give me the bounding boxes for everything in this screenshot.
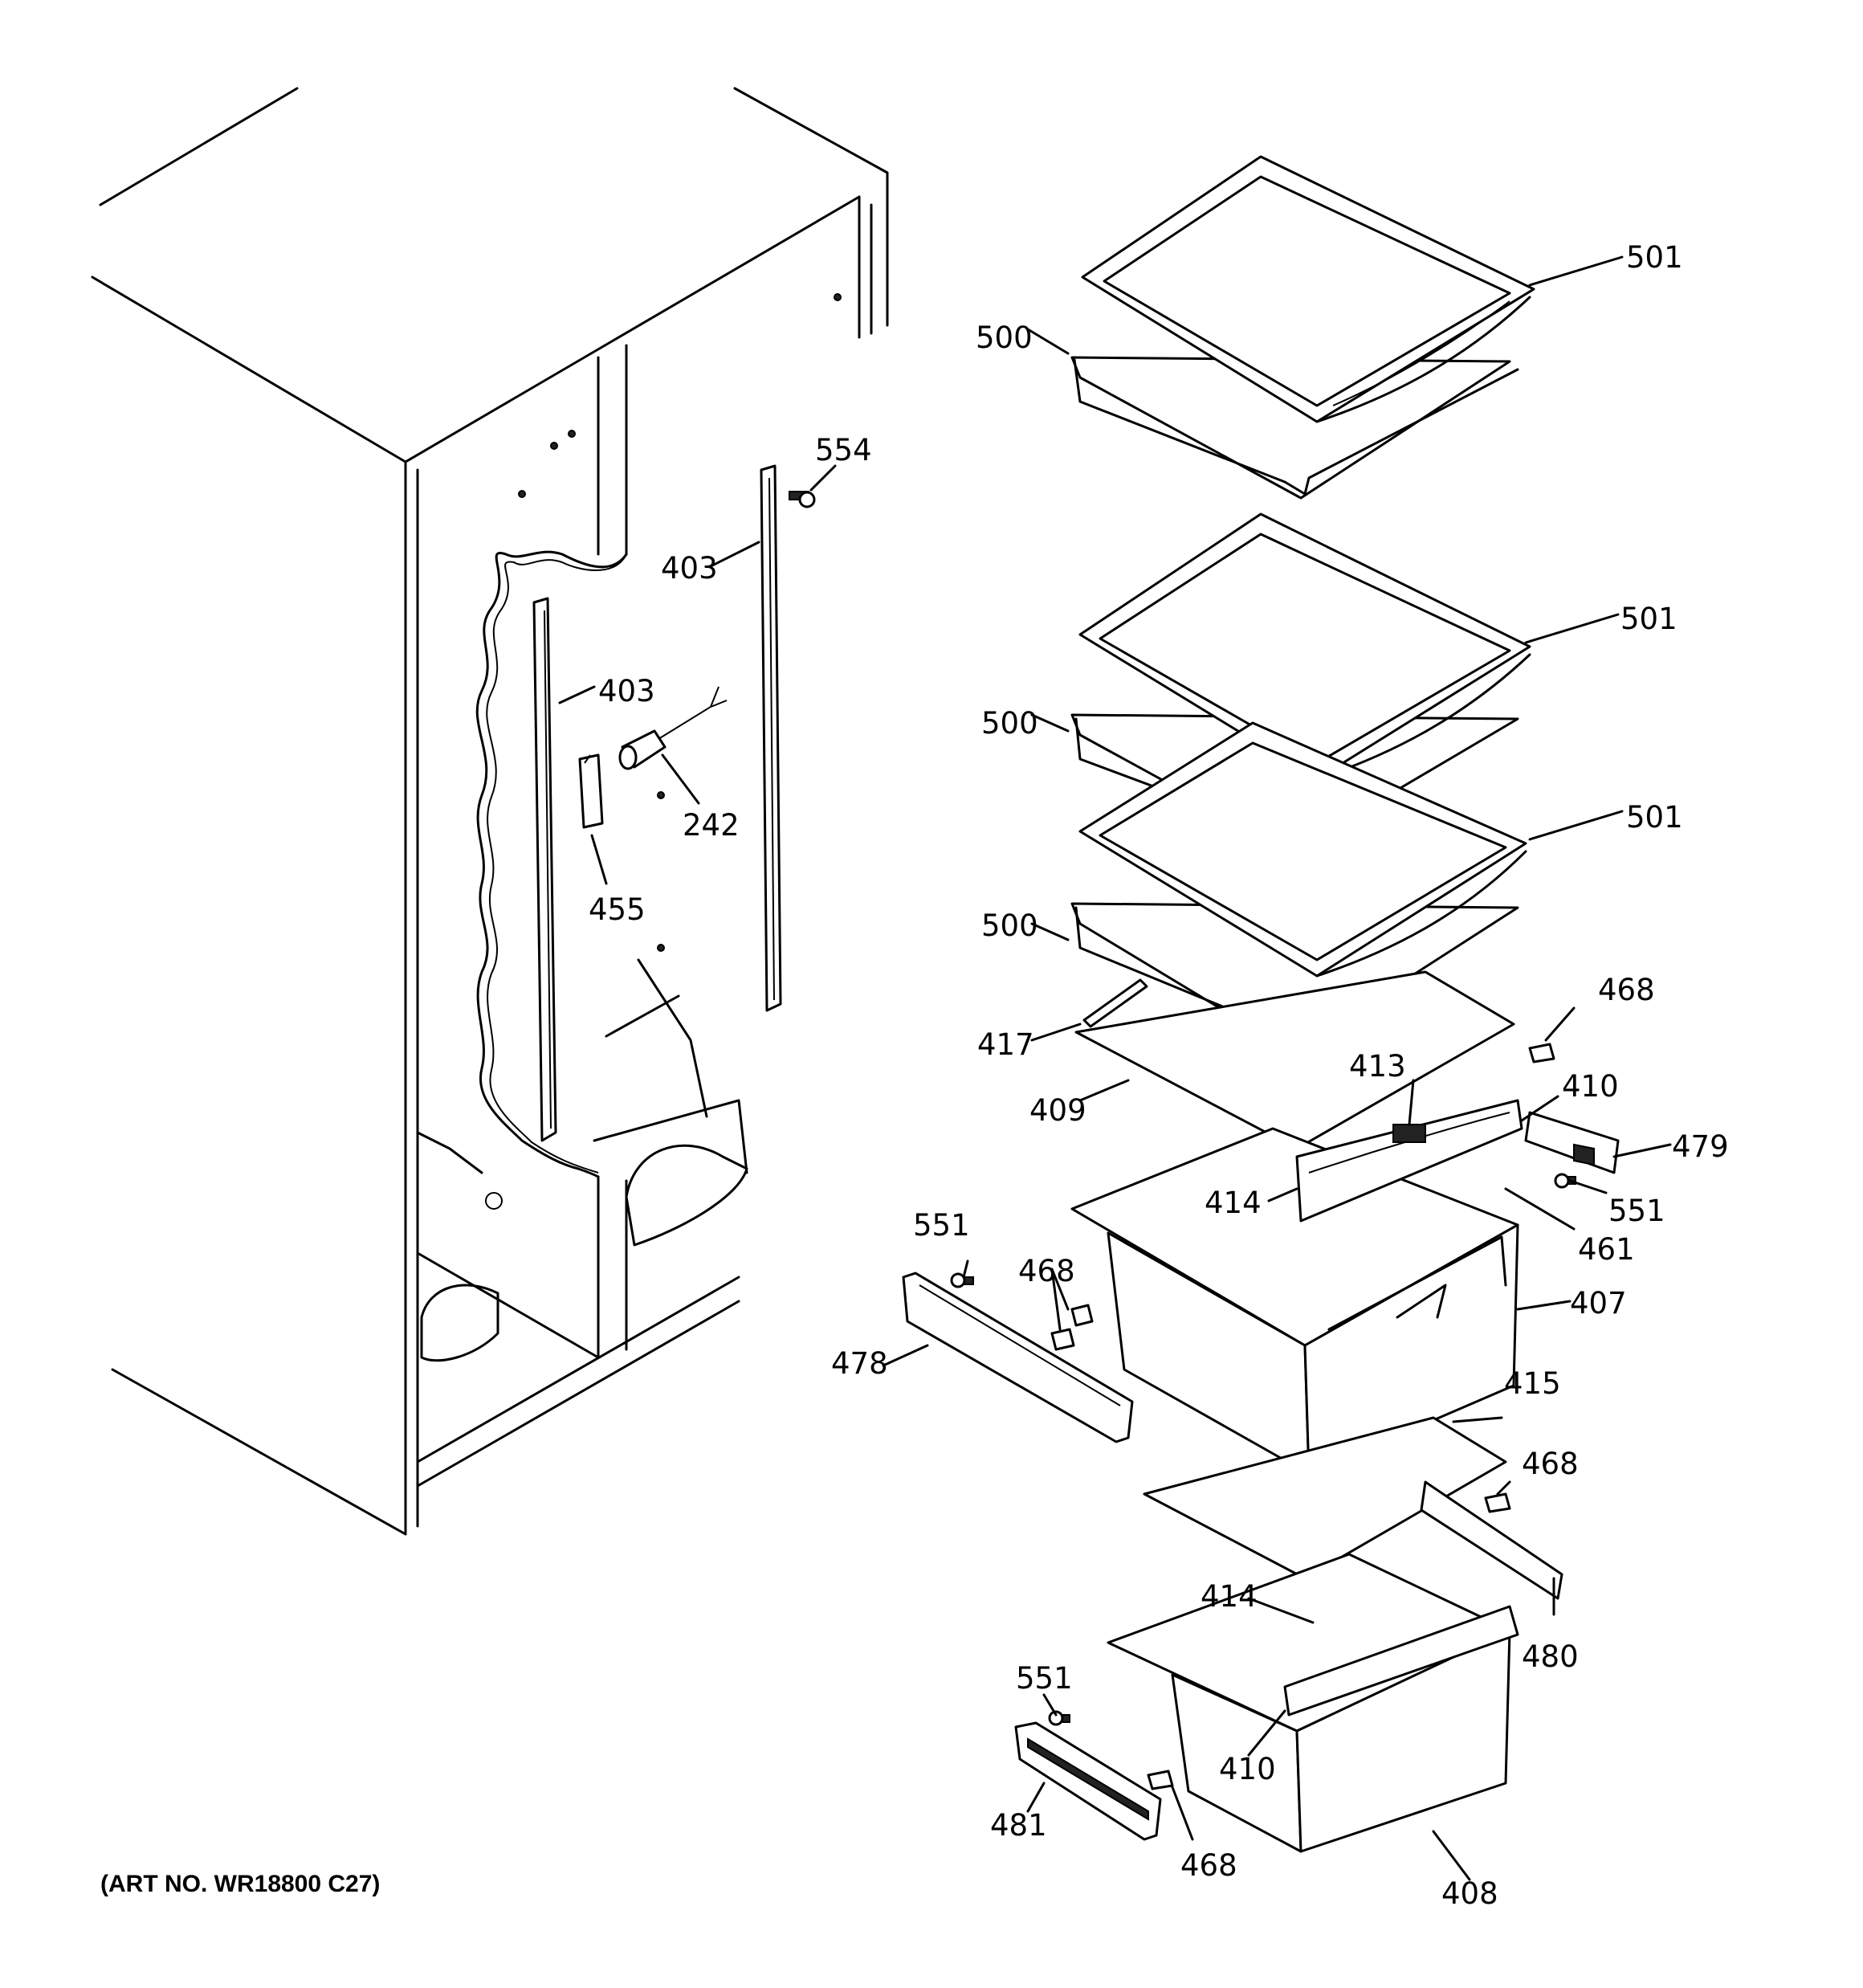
slide-rail-481 [1014,1721,1162,1841]
callout-414: 414 [1205,1186,1262,1220]
glide-468c [1484,1492,1511,1513]
slide-rail-479 [1524,1111,1620,1174]
callout-479: 479 [1672,1129,1729,1164]
clip-455 [578,753,604,829]
screw-551a [1554,1173,1576,1189]
callout-500: 500 [981,706,1038,741]
callout-410: 410 [1219,1752,1276,1786]
shelf-assembly-top [1070,155,1535,500]
art-number: (ART NO. WR18800 C27) [100,1871,380,1897]
callout-461: 461 [1578,1232,1635,1267]
callout-500: 500 [976,320,1033,355]
shelf-assembly-lower [1070,721,1527,1054]
screw-551c [1048,1710,1070,1726]
screw-551b [950,1272,974,1288]
callout-455: 455 [589,892,646,927]
callout-500: 500 [981,908,1038,943]
callout-551: 551 [1608,1194,1665,1228]
glide-468a [1528,1043,1555,1063]
callout-403: 403 [598,674,655,708]
callout-554: 554 [815,433,872,467]
callout-551: 551 [1016,1661,1073,1696]
callout-501: 501 [1626,240,1683,275]
callout-481: 481 [990,1808,1047,1843]
callout-417: 417 [977,1027,1034,1062]
callout-551: 551 [913,1208,970,1243]
callout-468: 468 [1018,1254,1075,1288]
shelf-rail-403-left [532,597,557,1142]
cabinet [91,87,889,1536]
crisper-cover-frame-410b [1283,1605,1519,1717]
callout-501: 501 [1620,602,1678,636]
callout-478: 478 [831,1346,888,1381]
humidity-slider-413 [1392,1124,1426,1143]
callout-414: 414 [1201,1579,1258,1614]
rail-417 [1082,978,1148,1028]
glass-cover-409 [1074,970,1515,1150]
glass-cover-415 [1143,1416,1507,1580]
callout-480: 480 [1522,1639,1579,1674]
crisper-drawer-407 [1070,1127,1519,1476]
callout-labels: 501 500 554 403 403 242 455 501 500 501 … [100,240,1729,1911]
callout-242: 242 [683,808,740,843]
slide-rail-478 [902,1272,1134,1443]
shelf-rail-403-right [760,464,782,1012]
callout-407: 407 [1570,1286,1627,1321]
slide-rail-480 [1420,1480,1563,1600]
callout-408: 408 [1441,1876,1498,1911]
callout-501: 501 [1626,800,1683,835]
crisper-drawer-408 [1107,1553,1511,1853]
callout-403: 403 [661,551,718,586]
callout-409: 409 [1029,1093,1086,1128]
callout-468: 468 [1180,1848,1237,1883]
callout-410: 410 [1562,1069,1619,1104]
callout-468: 468 [1522,1447,1579,1481]
glide-468d [1147,1770,1174,1790]
screw-554 [789,491,816,508]
callout-415: 415 [1504,1366,1561,1401]
leader-lines [558,255,1672,1881]
callout-413: 413 [1349,1049,1406,1084]
thermistor-242 [618,686,728,770]
callout-468: 468 [1598,973,1655,1007]
glides-468b [1050,1304,1094,1351]
